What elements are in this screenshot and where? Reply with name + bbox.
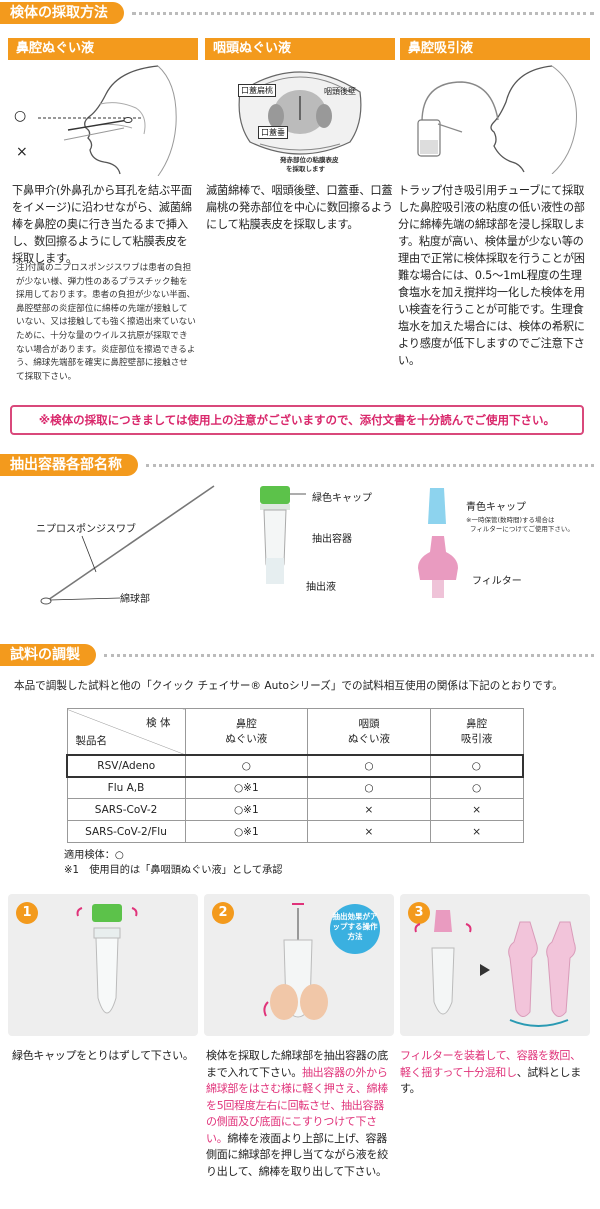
swab-illustration [40,485,215,605]
nasal-swab-text: 下鼻甲介(外鼻孔から耳孔を結ぶ平面をイメージ)に沿わせながら、滅菌綿棒を鼻腔の奥… [12,184,192,265]
step-3-text-pink: フィルターを装着して、容器を数回、軽く揺すって十分混和し [400,1049,581,1079]
nasal-swab-illustration [38,65,177,176]
step-3-panel: 3 [400,894,590,1036]
step-2-text: 検体を採取した綿球部を抽出容器の底まで入れて下さい。抽出容器の外から綿球部をはさ… [206,1048,392,1180]
label-redness-1: 発赤部位の粘膜表皮 [280,156,339,164]
label-blue-cap: 青色キャップ [466,502,526,513]
section-title: 抽出容器各部名称 [0,454,138,476]
blue-cap-note-2: フィルターにつけてご使用下さい。 [470,525,574,533]
cell: ○ [307,754,431,777]
label-pharyngeal-wall: 咽頭後壁 [324,87,356,96]
cell: × [307,798,431,821]
label-green-cap: 緑色キャップ [312,493,372,504]
header-nasal-aspirate: 鼻腔 吸引液 [429,708,524,755]
footnote-text: ※1 使用目的は「鼻咽頭ぬぐい液」として承認 [64,865,283,876]
throat-swab-text: 滅菌綿棒で、咽頭後壁、口蓋垂、口蓋扁桃の発赤部位を中心に数回擦るようにして粘膜表… [206,184,393,231]
container-illustration [260,486,306,584]
section-title: 検体の採取方法 [0,2,124,24]
step-3-text-end: 、試料とします。 [400,1065,581,1096]
section-header-collection: 検体の採取方法 [0,0,600,26]
cell: ○ [429,776,524,799]
col-head-nasal-swab: 鼻腔ぬぐい液 [8,38,198,60]
section-title: 試料の調製 [0,644,96,666]
filter-illustration [418,488,458,598]
usage-warning: ※検体の採取につきましては使用上の注意がございますので、添付文書を十分読んでご使… [10,405,584,435]
step-3-text: フィルターを装着して、容器を数回、軽く揺すって十分混和し、試料とします。 [400,1048,590,1098]
blue-cap-note-1: ※一時保管(数時間)する場合は [466,516,555,524]
table-row: RSV/Adeno ○ ○ ○ [66,754,524,777]
nasal-swab-note: 注)付属のニプロスポンジスワブは患者の負担が少ない様、弾力性のあるプラスチック軸… [16,263,196,382]
label-filter: フィルター [472,576,522,587]
step-number: 1 [16,902,38,924]
corner-bottom: 製品名 [75,734,108,747]
section-header-prep: 試料の調製 [0,642,600,668]
incorrect-mark: × [16,144,28,160]
cell: × [307,820,431,843]
applicable-text: 適用検体：○ [64,850,124,861]
section-header-parts: 抽出容器各部名称 [0,452,600,478]
table-header-row: 検 体 製品名 鼻腔 ぬぐい液 咽頭 ぬぐい液 鼻腔 吸引液 [66,708,524,755]
step-1-panel: 1 [8,894,198,1036]
cell: ○※1 [184,776,309,799]
nasal-aspirate-text: トラップ付き吸引用チューブにて採取した鼻腔吸引液の粘度の低い液性の部分に綿棒先端… [398,184,585,367]
row-name: SARS-CoV-2 [66,798,186,821]
corner-top: 検 体 [146,717,171,729]
correct-mark: ○ [14,108,27,124]
header-nasal-swab: 鼻腔 ぬぐい液 [184,708,309,755]
nasal-aspirate-illustration [417,65,577,174]
step-2-text-b: 抽出容器の外から綿球部をはさむ様に軽く押さえ、綿棒を5回程度左右に回転させ、抽出… [206,1065,388,1145]
label-liquid: 抽出液 [306,582,336,593]
col-head-throat-swab: 咽頭ぬぐい液 [205,38,395,60]
dotted-divider [146,463,594,467]
compatibility-table: 検 体 製品名 鼻腔 ぬぐい液 咽頭 ぬぐい液 鼻腔 吸引液 RSV/Adeno… [66,708,524,843]
label-tonsil: 口蓋扁桃 [238,84,276,97]
label-uvula: 口蓋垂 [258,126,288,139]
cell: × [429,798,524,821]
cell: ○ [429,754,524,777]
table-corner: 検 体 製品名 [66,708,186,755]
dotted-divider [104,653,594,657]
cell: × [429,820,524,843]
step-2-text-c: 綿棒を液面より上部に上げ、容器側面に綿球部を押し当てながら液を絞り出して、綿棒を… [206,1131,388,1178]
step-2-panel: 2 抽出効果がアップする操作方法 [204,894,394,1036]
label-cotton: 綿球部 [120,594,150,605]
squeeze-illustration [263,903,328,1020]
col-head-nasal-aspirate: 鼻腔吸引液 [400,38,590,60]
step-2-text-a: 検体を採取した綿球部を抽出容器の底まで入れて下さい。 [206,1049,388,1079]
step-number: 3 [408,902,430,924]
row-name: Flu A,B [66,776,186,799]
cell: ○ [307,776,431,799]
row-name: RSV/Adeno [66,754,186,777]
table-row: SARS-CoV-2/Flu ○※1 × × [66,820,524,843]
cell: ○※1 [184,798,309,821]
step-1-text: 緑色キャップをとりはずして下さい。 [12,1049,194,1062]
table-row: Flu A,B ○※1 ○ ○ [66,776,524,799]
table-row: SARS-CoV-2 ○※1 × × [66,798,524,821]
tip-bubble: 抽出効果がアップする操作方法 [330,904,380,954]
label-container: 抽出容器 [312,534,352,545]
label-swab: ニプロスポンジスワブ [36,524,136,535]
step-number: 2 [212,902,234,924]
cell: ○ [184,754,309,777]
cell: ○※1 [184,820,309,843]
row-name: SARS-CoV-2/Flu [66,820,186,843]
header-throat-swab: 咽頭 ぬぐい液 [307,708,431,755]
dotted-divider [132,11,594,15]
intro-text: 本品で調製した試料と他の「クイック チェイサー® Autoシリーズ」での試料相互… [14,680,563,692]
label-redness-2: を採取します [286,165,325,173]
mix-illustration [414,910,576,1027]
remove-cap-illustration [76,904,138,1014]
applicable-legend: 適用検体：○ ※1 使用目的は「鼻咽頭ぬぐい液」として承認 [64,848,282,878]
